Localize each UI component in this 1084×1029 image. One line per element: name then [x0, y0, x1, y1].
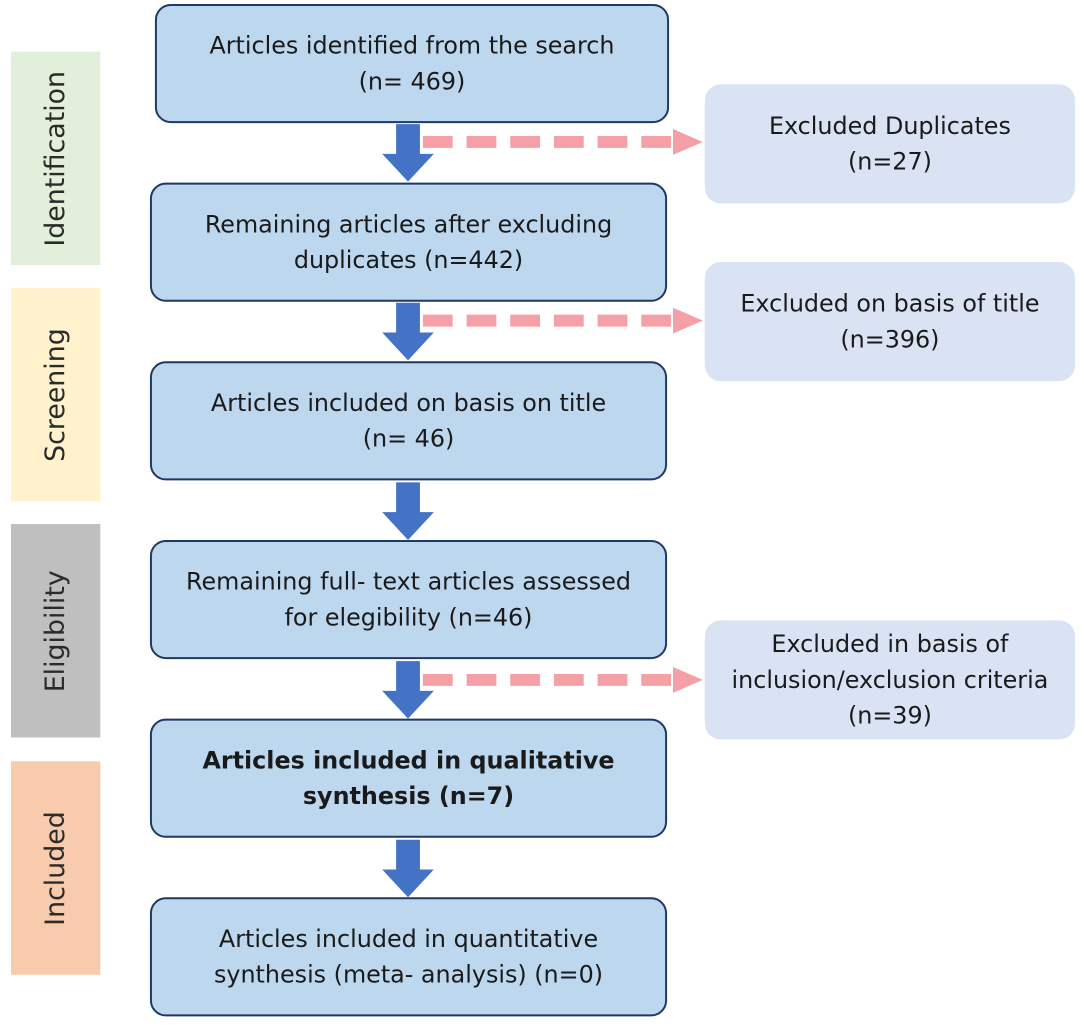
down-arrow-4	[382, 661, 434, 719]
step-text-line: for elegibility (n=46)	[284, 603, 533, 632]
down-arrow-1	[382, 124, 434, 182]
exclusion-count: (n=27)	[847, 147, 932, 176]
down-arrow-5	[382, 839, 434, 898]
down-arrow-3	[382, 482, 434, 540]
exclusion-text-line: Excluded on basis of title	[740, 289, 1040, 318]
phase-identification: Identification	[10, 51, 101, 266]
exclusion-duplicates: Excluded Duplicates (n=27)	[704, 84, 1076, 204]
down-arrows	[382, 124, 434, 898]
step-qualitative-synthesis: Articles included in qualitative synthes…	[149, 718, 668, 838]
exclusion-criteria: Excluded in basis of inclusion/exclusion…	[704, 620, 1076, 740]
down-arrow-2	[382, 302, 434, 361]
exclusion-text-line: Excluded Duplicates	[768, 112, 1011, 140]
exclusion-text-line: inclusion/exclusion criteria	[731, 666, 1049, 694]
dashed-arrow-2-head	[673, 307, 703, 334]
step-text-line: Articles included in qualitative	[202, 746, 615, 775]
dashed-arrows	[422, 129, 703, 693]
exclusion-count: (n=396)	[840, 325, 940, 354]
phase-screening: Screening	[10, 287, 101, 502]
step-text-line: Articles identified from the search	[209, 31, 615, 60]
step-after-duplicates: Remaining articles after excluding dupli…	[149, 182, 668, 302]
step-text-line: Remaining articles after excluding	[204, 210, 613, 239]
step-quantitative-synthesis: Articles included in quantitative synthe…	[149, 897, 668, 1017]
exclusion-title: Excluded on basis of title (n=396)	[704, 262, 1076, 382]
step-text-line: duplicates (n=442)	[293, 246, 524, 274]
step-full-text-assessed: Remaining full- text articles assessed f…	[149, 539, 668, 660]
prisma-flow-diagram: Identification Screening Eligibility Inc…	[8, 0, 1084, 1021]
step-text-line: synthesis (meta- analysis) (n=0)	[213, 960, 604, 989]
exclusion-count: (n=39)	[847, 701, 932, 730]
step-count: (n= 469)	[358, 67, 466, 96]
step-text-line: Articles included in quantitative	[218, 925, 599, 953]
phase-included: Included	[10, 761, 101, 975]
step-count: (n= 46)	[362, 424, 455, 453]
step-identified: Articles identified from the search (n= …	[154, 3, 670, 124]
step-included-title: Articles included on basis on title (n= …	[149, 361, 668, 481]
step-text-line: Remaining full- text articles assessed	[186, 567, 631, 596]
phase-eligibility: Eligibility	[10, 524, 101, 738]
dashed-arrow-3-head	[673, 667, 703, 693]
arrows-layer	[382, 124, 703, 898]
exclusion-text-line: Excluded in basis of	[771, 630, 1009, 659]
step-text-line: Articles included on basis on title	[210, 389, 607, 417]
dashed-arrow-1-head	[673, 129, 703, 155]
step-text-line: synthesis (n=7)	[302, 782, 515, 810]
